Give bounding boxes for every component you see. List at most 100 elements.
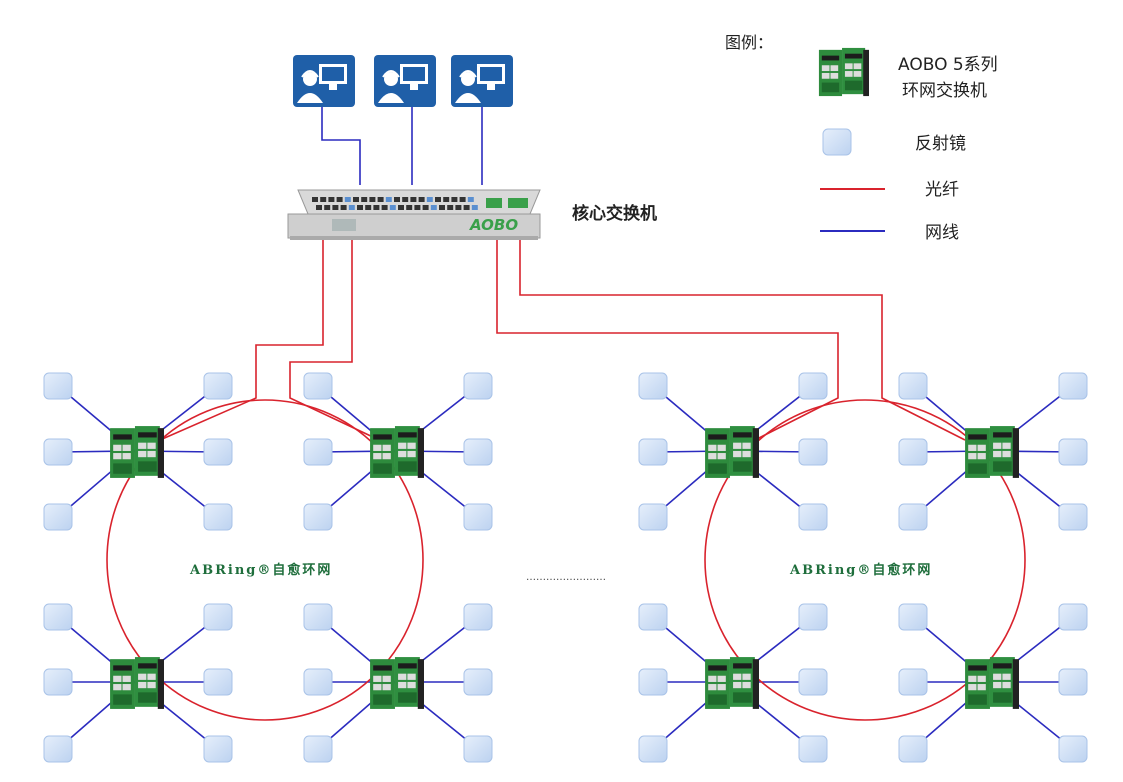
core-switch-port — [471, 205, 478, 210]
reflector-icon — [1058, 372, 1088, 400]
reflector-icon — [638, 603, 668, 631]
core-switch-port — [312, 197, 318, 202]
fiber-ring — [106, 399, 424, 721]
fiber-line — [519, 240, 966, 441]
ring-switch-icon — [370, 426, 424, 478]
core-switch-label: 核心交换机 — [572, 203, 657, 224]
workstation-icon — [451, 55, 513, 107]
core-switch-port — [348, 205, 355, 210]
core-switch-port — [394, 197, 400, 202]
core-switch-port — [406, 205, 413, 210]
core-switch-port — [369, 197, 376, 202]
workstation-body — [378, 93, 404, 103]
core-switch-port — [328, 197, 335, 202]
reflector-icon — [1058, 735, 1088, 763]
core-switch-port — [467, 197, 474, 202]
legend-reflector-label: 反射镜 — [915, 134, 966, 154]
reflector-icon — [898, 503, 928, 531]
core-switch-port — [422, 205, 429, 210]
reflector-icon — [303, 438, 333, 466]
core-switch-port — [324, 205, 331, 210]
reflector-icon — [203, 438, 233, 466]
reflector-icon — [1058, 603, 1088, 631]
ring-switch-icon — [370, 657, 424, 709]
workstation-screen — [322, 67, 344, 81]
core-switch-port — [361, 197, 368, 202]
core-switch-port — [357, 205, 363, 210]
reflector-icon — [638, 735, 668, 763]
workstation-body — [297, 93, 323, 103]
core-switch-port — [316, 205, 322, 210]
reflector-icon — [303, 735, 333, 763]
reflector-icon — [43, 603, 73, 631]
core-switch-port — [373, 205, 380, 210]
core-switch-port — [385, 197, 392, 202]
core-switch-port — [336, 197, 343, 202]
reflector-icon — [463, 503, 493, 531]
reflector-icon — [463, 735, 493, 763]
reflector-icon — [798, 503, 828, 531]
reflector-icon — [798, 372, 828, 400]
reflector-icon — [638, 438, 668, 466]
reflector-icon — [303, 668, 333, 696]
legend-fiber-label: 光纤 — [925, 180, 959, 200]
reflector-icon — [303, 603, 333, 631]
reflector-icon — [798, 735, 828, 763]
reflector-icon — [463, 438, 493, 466]
workstation-head — [303, 72, 317, 86]
workstation-stand — [329, 84, 337, 90]
ring-switch-icon — [965, 426, 1019, 478]
core-switch-port — [463, 205, 470, 210]
workstation-body — [455, 93, 481, 103]
core-switch-brand: AOBO — [469, 216, 518, 234]
reflector-icon — [463, 603, 493, 631]
reflector-icon — [638, 503, 668, 531]
core-switch-port — [430, 205, 437, 210]
reflector-icon — [463, 668, 493, 696]
reflector-icon — [798, 438, 828, 466]
reflector-icon — [203, 668, 233, 696]
reflector-icon — [898, 603, 928, 631]
workstation-stand — [410, 84, 418, 90]
reflector-icon — [43, 668, 73, 696]
core-switch-port — [353, 197, 359, 202]
legend: 图例： AOBO 5系列 环网交换机 反射镜 光纤 网线 — [725, 33, 998, 243]
core-switch-port — [320, 197, 327, 202]
workstation-screen — [480, 67, 502, 81]
legend-switch-icon — [818, 47, 869, 97]
reflector-icon — [43, 503, 73, 531]
reflector-icon — [203, 735, 233, 763]
core-switch-port — [447, 205, 454, 210]
ring-switch-icon — [965, 657, 1019, 709]
workstation-screen — [403, 67, 425, 81]
ring-switch-icon — [705, 657, 759, 709]
legend-switch-label-1: AOBO 5系列 — [898, 55, 998, 75]
legend-reflector-icon — [822, 128, 852, 156]
core-switch-port — [377, 197, 384, 202]
core-switch-port — [439, 205, 445, 210]
core-switch-port — [332, 205, 339, 210]
ring-label-right: ABRing®自愈环网 — [789, 562, 932, 578]
reflector-icon — [638, 372, 668, 400]
core-switch-port — [340, 205, 347, 210]
ring-label-left: ABRing®自愈环网 — [189, 562, 332, 578]
cable-line — [321, 107, 361, 185]
reflector-icon — [43, 438, 73, 466]
reflector-icon — [1058, 503, 1088, 531]
reflector-icon — [203, 603, 233, 631]
reflector-icon — [798, 668, 828, 696]
workstation-icon — [374, 55, 436, 107]
core-switch-port — [410, 197, 417, 202]
reflector-icon — [463, 372, 493, 400]
reflector-icon — [798, 603, 828, 631]
reflector-icon — [898, 438, 928, 466]
core-switch-port — [381, 205, 388, 210]
reflector-icon — [1058, 668, 1088, 696]
fiber-line — [159, 240, 324, 441]
workstation-headset — [459, 70, 477, 78]
core-switch-port — [443, 197, 450, 202]
core-switch-port — [455, 205, 462, 210]
ring-switch-icon — [705, 426, 759, 478]
workstation-headset — [301, 70, 319, 78]
